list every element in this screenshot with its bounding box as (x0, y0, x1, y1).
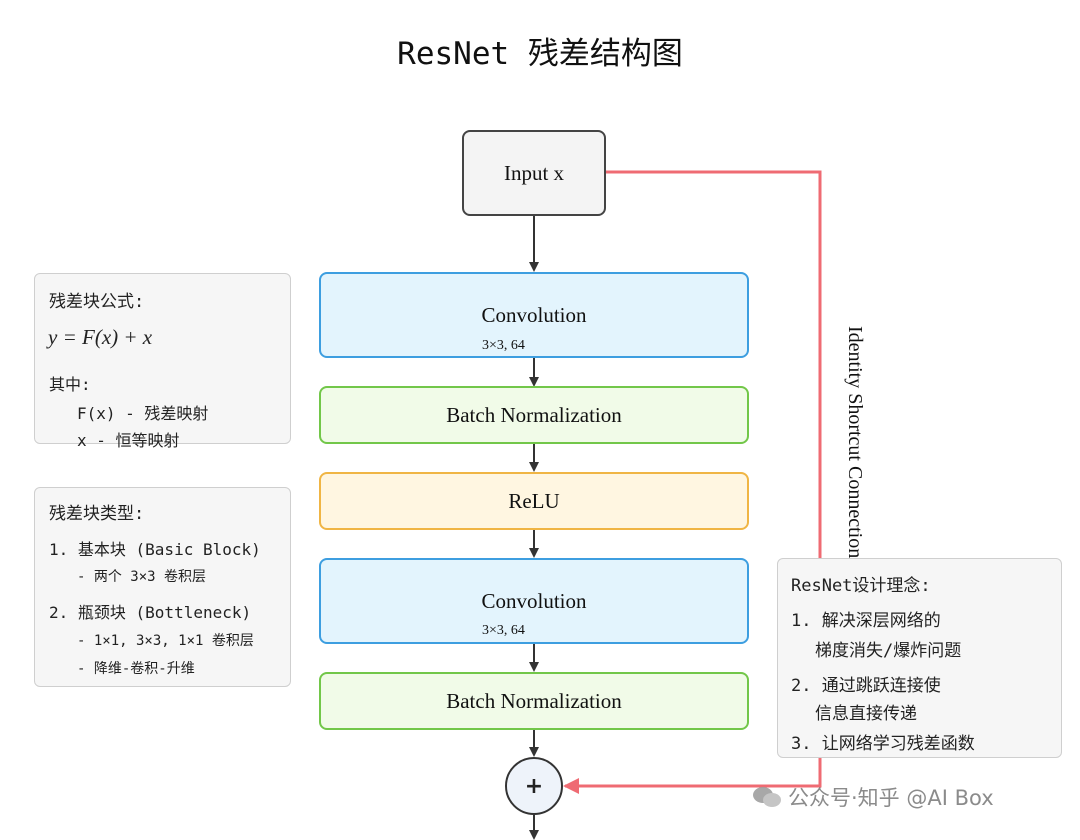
block-type-bottleneck-detail-1: - 1×1, 3×3, 1×1 卷积层 (77, 633, 254, 649)
watermark-text: 公众号·知乎 @AI Box (788, 786, 994, 810)
block-type-bottleneck: 2. 瓶颈块 (Bottleneck) (49, 603, 252, 622)
convolution-params-1: 3×3, 64 (482, 338, 525, 353)
input-node: Input x (462, 130, 606, 216)
wechat-icon (753, 787, 781, 807)
design-line-1: 1. 解决深层网络的 (791, 611, 941, 631)
formula-line-residual: F(x) - 残差映射 (77, 404, 209, 423)
design-line-2-cont: 信息直接传递 (815, 704, 917, 724)
formula-panel: 残差块公式: y = F(x) + x 其中: F(x) - 残差映射 x - … (34, 273, 291, 450)
design-line-1-cont: 梯度消失/爆炸问题 (815, 641, 962, 661)
batch-norm-node-1: Batch Normalization (319, 386, 749, 444)
design-line-2: 2. 通过跳跃连接使 (791, 676, 941, 696)
batch-norm-node-2: Batch Normalization (319, 672, 749, 730)
design-philosophy-panel: ResNet设计理念: 1. 解决深层网络的 梯度消失/爆炸问题 2. 通过跳跃… (777, 558, 1062, 758)
formula-panel-title: 残差块公式: (49, 292, 145, 312)
design-panel-title: ResNet设计理念: (791, 576, 931, 596)
relu-node: ReLU (319, 472, 749, 530)
convolution-label: Convolution (481, 302, 587, 327)
shortcut-label: Identity Shortcut Connection (844, 326, 866, 559)
formula-line-identity: x - 恒等映射 (77, 431, 180, 450)
block-types-panel: 残差块类型: 1. 基本块 (Basic Block) - 两个 3×3 卷积层… (34, 487, 291, 687)
convolution-label: Convolution (481, 588, 587, 613)
block-type-basic-detail: - 两个 3×3 卷积层 (77, 569, 207, 585)
block-types-title: 残差块类型: (49, 504, 145, 524)
design-line-3: 3. 让网络学习残差函数 (791, 734, 975, 754)
formula-where-label: 其中: (49, 375, 91, 394)
convolution-node-2: Convolution (319, 558, 749, 644)
convolution-node-1: Convolution (319, 272, 749, 358)
residual-formula: y = F(x) + x (48, 325, 153, 349)
watermark: 公众号·知乎 @AI Box (752, 782, 994, 812)
block-type-basic: 1. 基本块 (Basic Block) (49, 540, 261, 559)
convolution-params-2: 3×3, 64 (482, 623, 525, 638)
page-title: ResNet 残差结构图 (397, 36, 683, 72)
addition-node: + (505, 757, 563, 815)
block-type-bottleneck-detail-2: - 降维-卷积-升维 (77, 661, 195, 677)
shortcut-connection (563, 170, 822, 794)
